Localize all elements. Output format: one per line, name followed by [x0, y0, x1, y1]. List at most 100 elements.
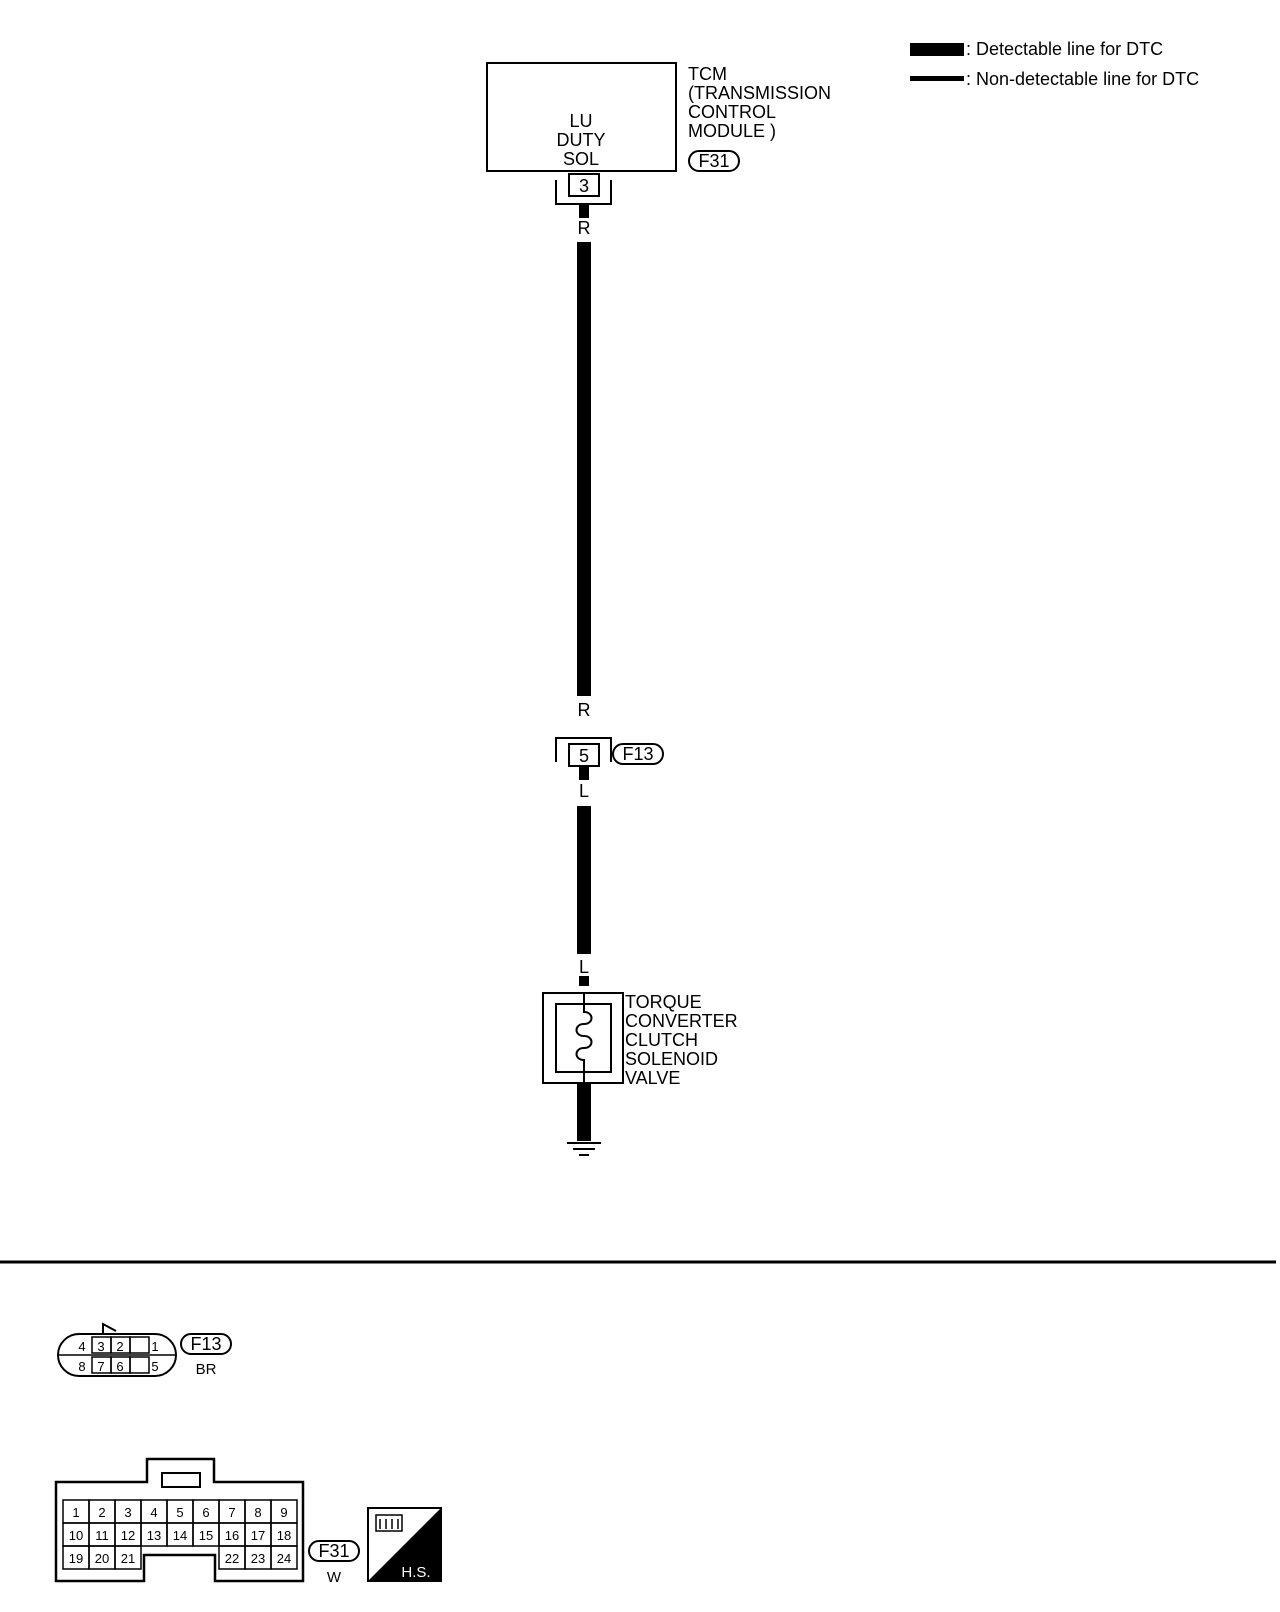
hs-badge-fill	[368, 1508, 441, 1581]
f13-id-outline	[180, 1333, 232, 1355]
f31-pin-label: 10	[69, 1528, 83, 1543]
tcm-terminal-label-3: SOL	[563, 149, 599, 169]
solenoid-name-1: TORQUE	[625, 992, 702, 1012]
joint-connector-f13: 5 F13	[555, 737, 664, 767]
f13-pin-label: 4	[78, 1339, 85, 1354]
joint-pin-number: 5	[579, 746, 589, 766]
tcm-module: LU DUTY SOL TCM (TRANSMISSION CONTROL MO…	[486, 62, 831, 205]
legend-nondetectable-label: : Non-detectable line for DTC	[966, 69, 1199, 89]
hs-badge: H.S.	[367, 1507, 442, 1582]
ground-icon	[567, 1142, 601, 1156]
f31-pin-label: 22	[225, 1551, 239, 1566]
f13-pin-label: 6	[116, 1359, 123, 1374]
f31-pin-label: 2	[98, 1505, 105, 1520]
f31-pin-label: 21	[121, 1551, 135, 1566]
f31-pin-label: 12	[121, 1528, 135, 1543]
f13-pin-label: 7	[97, 1359, 104, 1374]
f31-pin-label: 14	[173, 1528, 187, 1543]
f31-row-1: 1 2 3 4 5 6 7 8 9	[62, 1499, 298, 1524]
f31-pin-label: 9	[280, 1505, 287, 1520]
f31-row-3: 19 20 21 22 23 24	[62, 1545, 298, 1570]
wire-bottom-color-upper: L	[579, 781, 589, 801]
f31-pin-label: 7	[228, 1505, 235, 1520]
f31-housing	[54, 1457, 305, 1583]
f13-pin-label: 8	[78, 1359, 85, 1374]
f31-pin-label: 1	[72, 1505, 79, 1520]
f31-pin-label: 24	[277, 1551, 291, 1566]
wire-top-color-lower: R	[578, 700, 591, 720]
tcm-name-4: MODULE )	[688, 121, 776, 141]
connector-f13-face: 4 3 2 1 8 7 6 5 F13 BR	[57, 1322, 232, 1378]
tcm-terminal-box	[568, 173, 600, 197]
joint-connector-id: F13	[622, 744, 653, 764]
wire-top-segment	[577, 242, 591, 696]
f13-bottom-row: 8 7 6 5	[78, 1356, 159, 1374]
solenoid-valve: TORQUE CONVERTER CLUTCH SOLENOID VALVE	[542, 976, 738, 1141]
tcm-name-3: CONTROL	[688, 102, 776, 122]
f13-pin-label: 1	[151, 1339, 158, 1354]
tcm-name-1: TCM	[688, 64, 727, 84]
f31-pin-label: 20	[95, 1551, 109, 1566]
tcm-connector-ref-outline	[688, 150, 740, 172]
f13-pin-label: 5	[151, 1359, 158, 1374]
tcm-box	[486, 62, 677, 172]
f13-color: BR	[196, 1361, 217, 1378]
hs-badge-text: H.S.	[401, 1564, 430, 1581]
tcm-terminal-3: 3	[555, 173, 612, 205]
solenoid-name-3: CLUTCH	[625, 1030, 698, 1050]
tcm-connector-id: F31	[698, 151, 729, 171]
f31-pin-label: 8	[254, 1505, 261, 1520]
solenoid-name-2: CONVERTER	[625, 1011, 738, 1031]
f31-pin-label: 3	[124, 1505, 131, 1520]
f31-pin-label: 18	[277, 1528, 291, 1543]
wire-top-color-upper: R	[578, 218, 591, 238]
wire-bottom-segment	[577, 806, 591, 954]
f31-pin-label: 13	[147, 1528, 161, 1543]
legend: : Detectable line for DTC : Non-detectab…	[910, 39, 1199, 89]
wire-top: R R	[577, 204, 591, 720]
tcm-pin-number: 3	[579, 176, 589, 196]
f31-pin-cell	[114, 1545, 142, 1570]
hs-icon-body	[375, 1514, 403, 1532]
f13-top-row: 4 3 2 1	[78, 1336, 159, 1354]
f31-row-2: 10 11 12 13 14 15 16 17 18	[62, 1522, 298, 1547]
wire-bottom-color-lower: L	[579, 957, 589, 977]
wire-bottom-stub	[579, 766, 589, 780]
f31-pin-label: 15	[199, 1528, 213, 1543]
f31-pin-label: 11	[95, 1528, 109, 1543]
f13-pin-label: 2	[116, 1339, 123, 1354]
tcm-connector-ref: F31	[688, 150, 740, 172]
legend-nondetectable-swatch	[910, 76, 964, 81]
tcm-terminal-label-1: LU	[569, 111, 592, 131]
f31-pin-label: 17	[251, 1528, 265, 1543]
f13-pin-cell	[129, 1336, 150, 1354]
f31-color: W	[327, 1569, 342, 1586]
f31-pin-cell	[270, 1545, 298, 1570]
joint-connector-bracket	[555, 737, 612, 762]
f31-pin-label: 6	[202, 1505, 209, 1520]
f13-latch-tab	[102, 1322, 117, 1334]
tcm-name-2: (TRANSMISSION	[688, 83, 831, 103]
legend-detectable-label: : Detectable line for DTC	[966, 39, 1163, 59]
f31-latch	[161, 1472, 201, 1488]
f31-pin-label: 16	[225, 1528, 239, 1543]
wire-top-stub	[579, 204, 589, 218]
f13-id: F13	[190, 1334, 221, 1354]
coil-icon	[575, 993, 593, 1083]
f31-pin-label: 5	[176, 1505, 183, 1520]
legend-detectable-swatch	[910, 43, 964, 56]
joint-connector-ref-outline	[612, 743, 664, 765]
f31-pin-label: 4	[150, 1505, 157, 1520]
f31-id-outline	[308, 1540, 360, 1562]
f31-id: F31	[318, 1541, 349, 1561]
tcm-terminal-label-2: DUTY	[557, 130, 606, 150]
f31-pin-label: 19	[69, 1551, 83, 1566]
f31-pin-label: 23	[251, 1551, 265, 1566]
f13-pin-cell	[129, 1356, 150, 1374]
connector-housing-icon	[375, 1514, 403, 1532]
wire-bottom: L L	[577, 766, 591, 977]
connector-f31-face: 1 2 3 4 5 6 7 8 9 10 11 12 13 14 15	[54, 1457, 442, 1586]
solenoid-lead-top	[579, 976, 589, 986]
wire-ground-segment	[577, 1083, 591, 1141]
